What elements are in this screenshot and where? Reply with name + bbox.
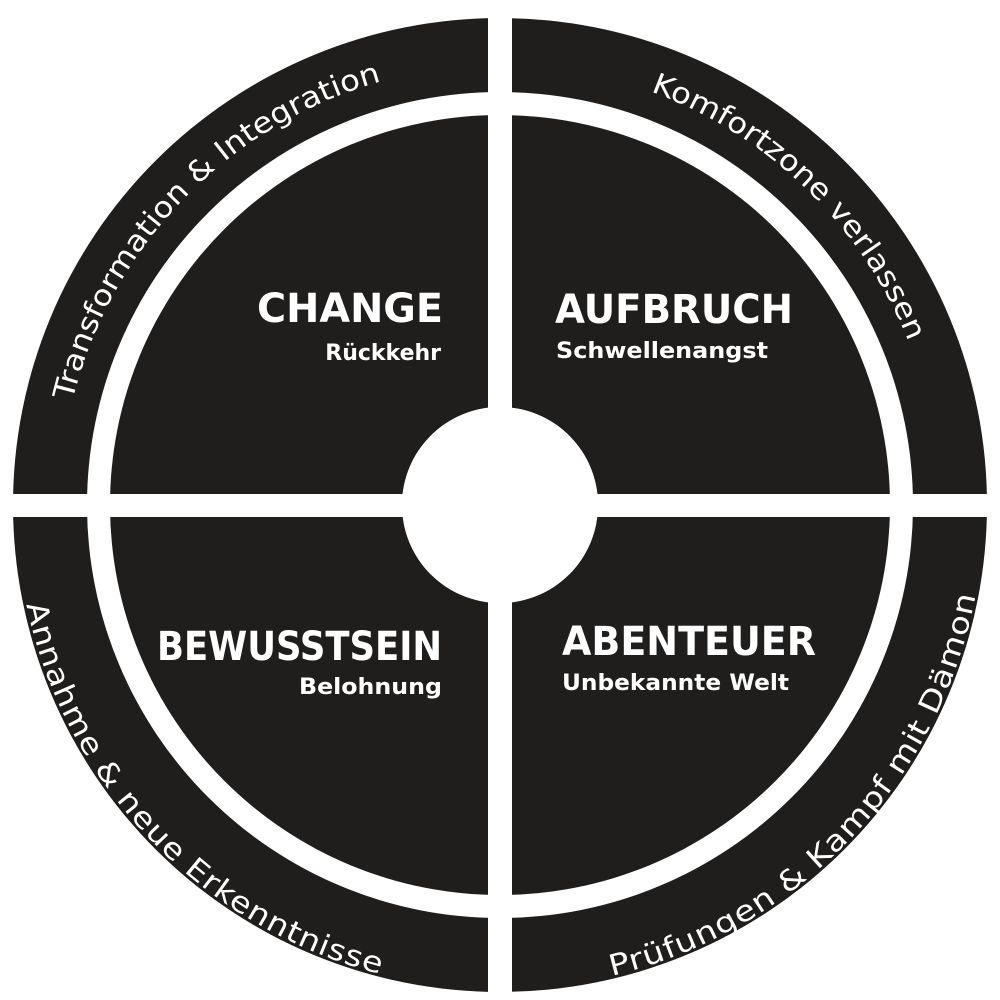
quadrant-title-aufbruch: AUFBRUCH [555,287,793,333]
inner-disc [110,115,890,895]
quadrant-bottom-right: ABENTEUER Unbekannte Welt [562,619,816,696]
quadrant-title-bewusstsein: BEWUSSTSEIN [157,624,442,670]
quadrant-subtitle-rueckkehr: Rückkehr [325,341,441,366]
quadrant-title-abenteuer: ABENTEUER [562,619,816,665]
quadrant-top-right: AUFBRUCH Schwellenangst [555,287,793,364]
quadrant-subtitle-schwellenangst: Schwellenangst [556,339,769,364]
quadrant-title-change: CHANGE [257,286,443,332]
quadrant-subtitle-belohnung: Belohnung [299,675,442,700]
quadrant-subtitle-unbekannte-welt: Unbekannte Welt [562,671,790,696]
quadrant-top-left: CHANGE Rückkehr [257,286,443,366]
center-hole [402,407,598,603]
quadrant-bottom-left: BEWUSSTSEIN Belohnung [157,624,442,700]
